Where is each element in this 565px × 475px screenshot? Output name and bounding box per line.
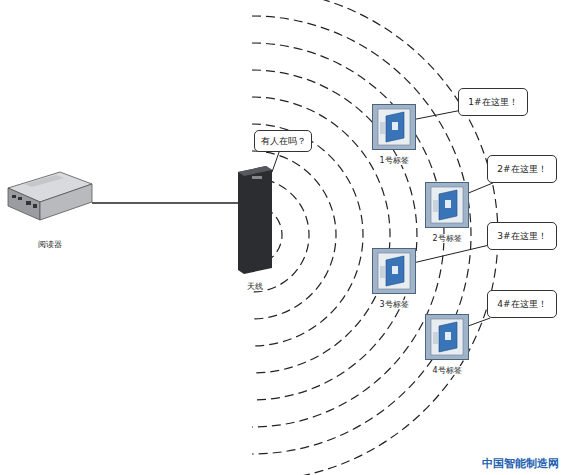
bubble-text: 4#在这里！ bbox=[497, 298, 546, 311]
speech-bubble: 有人在吗？ bbox=[254, 130, 312, 152]
antenna-cable bbox=[92, 202, 240, 204]
antenna-node: 天线 bbox=[236, 164, 274, 292]
node-label: 天线 bbox=[246, 282, 264, 291]
tag-node: 3号标签 bbox=[364, 248, 424, 310]
speech-bubble: 2#在这里！ bbox=[487, 155, 557, 183]
tag-node: 2号标签 bbox=[417, 182, 477, 244]
caption-row: 天线 bbox=[236, 281, 274, 292]
bubble-text: 有人在吗？ bbox=[261, 135, 306, 148]
wave-arc bbox=[252, 43, 444, 427]
speech-bubble: 4#在这里！ bbox=[487, 290, 557, 318]
caption-row: 1号标签 bbox=[364, 155, 424, 166]
caption-row: 4号标签 bbox=[417, 365, 477, 376]
bubble-text: 3#在这里！ bbox=[497, 230, 546, 243]
caption-row: 3号标签 bbox=[364, 299, 424, 310]
caption-row: 阅读器 bbox=[4, 239, 96, 250]
bubble-text: 1#在这里！ bbox=[468, 96, 517, 109]
reader-node: 阅读器 bbox=[4, 166, 96, 250]
callout-tail bbox=[272, 152, 279, 172]
node-label: 阅读器 bbox=[37, 240, 63, 249]
wave-arc bbox=[252, 70, 417, 400]
bubble-text: 2#在这里！ bbox=[497, 163, 546, 176]
watermark: 中国智能制造网 bbox=[482, 456, 559, 471]
node-label: 3号标签 bbox=[378, 300, 409, 309]
wave-arc bbox=[252, 97, 390, 373]
wave-arc bbox=[252, 0, 498, 475]
speech-bubble: 3#在这里！ bbox=[487, 222, 557, 250]
wave-arc bbox=[252, 16, 471, 454]
tag-node: 4号标签 bbox=[417, 314, 477, 376]
tag-node: 1号标签 bbox=[364, 104, 424, 166]
node-label: 1号标签 bbox=[378, 156, 409, 165]
node-label: 4号标签 bbox=[431, 366, 462, 375]
speech-bubble: 1#在这里！ bbox=[458, 88, 528, 116]
caption-row: 2号标签 bbox=[417, 233, 477, 244]
node-label: 2号标签 bbox=[431, 234, 462, 243]
